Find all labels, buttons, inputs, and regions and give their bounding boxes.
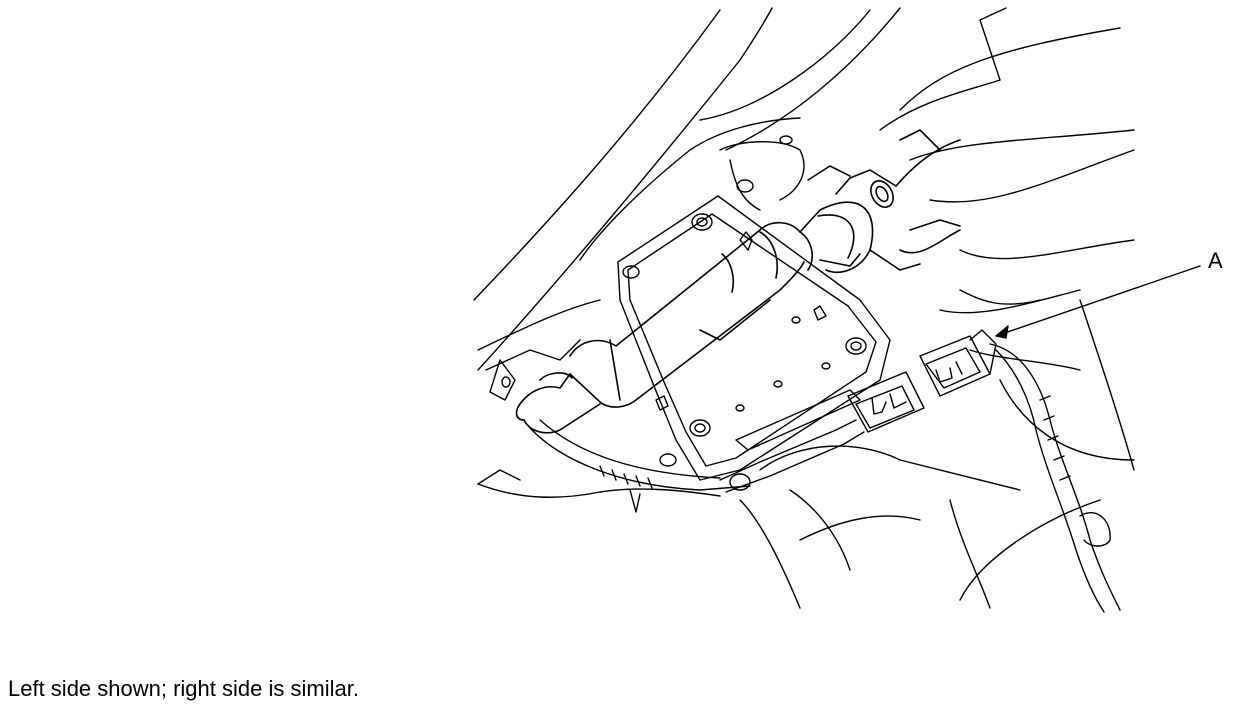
wheel-well-lines <box>759 7 1135 609</box>
callout-label-a: A <box>1208 248 1223 273</box>
harness-connectors <box>847 329 997 433</box>
figure-caption: Left side shown; right side is similar. <box>8 676 359 701</box>
mounting-bracket <box>617 195 891 481</box>
callout-leader-a <box>995 265 1201 339</box>
wire-harness <box>529 343 1121 613</box>
body-panel-lines <box>473 7 901 609</box>
cylinder-assembly <box>515 129 961 434</box>
